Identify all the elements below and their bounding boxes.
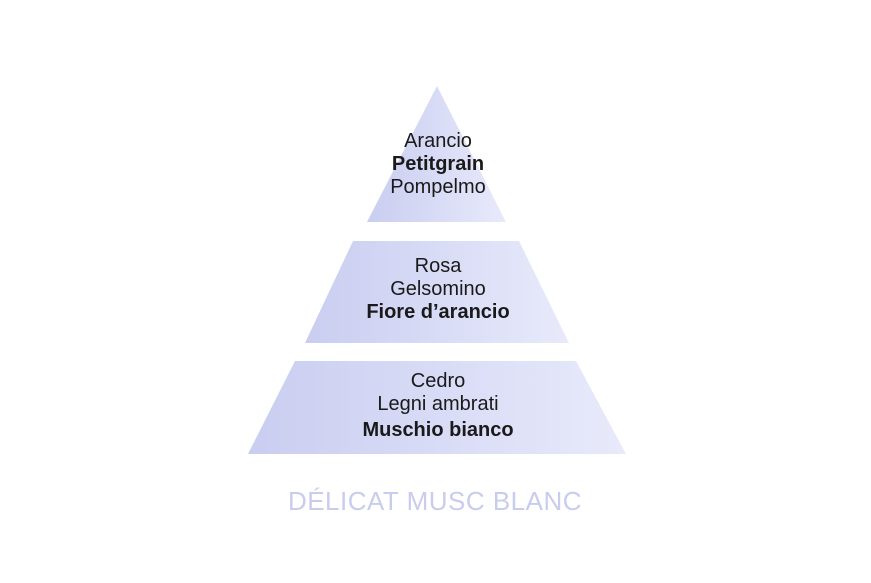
pyramid-tier-top <box>367 86 506 222</box>
heart-notes: Rosa Gelsomino Fiore d’arancio <box>288 255 588 324</box>
fragrance-name: DÉLICAT MUSC BLANC <box>287 486 583 516</box>
pyramid-tier-middle <box>305 241 569 343</box>
base-note-1: Cedro <box>410 370 466 392</box>
pyramid-tier-bottom <box>248 361 626 454</box>
top-note-2: Petitgrain <box>391 153 485 175</box>
heart-note-1: Rosa <box>414 255 462 277</box>
top-note-1: Arancio <box>404 130 472 152</box>
base-notes: Cedro Legni ambrati Muschio bianco <box>288 370 588 442</box>
heart-note-3: Fiore d’arancio <box>366 301 510 323</box>
base-note-2: Legni ambrati <box>377 393 499 415</box>
top-notes: Arancio Petitgrain Pompelmo <box>338 130 538 199</box>
top-note-3: Pompelmo <box>390 176 486 198</box>
heart-note-2: Gelsomino <box>390 278 486 300</box>
base-note-3: Muschio bianco <box>362 419 514 441</box>
